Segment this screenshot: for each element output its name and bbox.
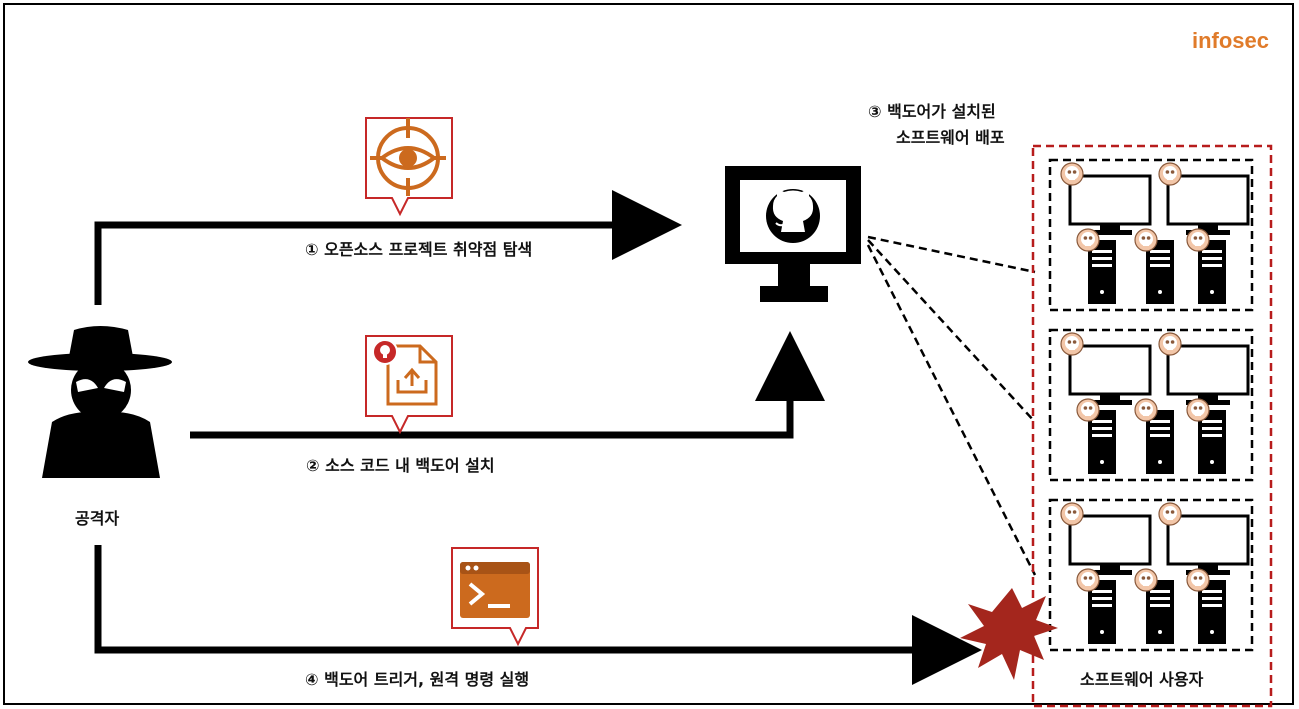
github-monitor-icon: [725, 166, 861, 302]
step3-label-line2: 소프트웨어 배포: [896, 128, 1005, 147]
callout-scan: [365, 117, 453, 217]
infected-file-upload-icon: [372, 339, 438, 406]
arrow-step4: [94, 545, 982, 685]
diagram-frame: [3, 3, 1294, 705]
attacker-label: 공격자: [75, 509, 120, 528]
users-group-box: [1031, 144, 1273, 708]
eye-target-icon: [370, 118, 446, 196]
step1-label: ① 오픈소스 프로젝트 취약점 탐색: [305, 240, 533, 259]
user-pc-group-2: [1048, 328, 1254, 482]
arrow-step2: [190, 331, 825, 439]
arrow-step1: [94, 190, 682, 305]
infected-computers-2: [1061, 333, 1248, 474]
callout-backdoor: [365, 335, 453, 435]
hacker-icon: [28, 326, 172, 478]
explosion-icon: [960, 588, 1058, 680]
distribution-lines: [866, 235, 1037, 576]
user-pc-group-1: [1048, 158, 1254, 312]
step2-label: ② 소스 코드 내 백도어 설치: [306, 456, 495, 475]
step4-label: ④ 백도어 트리거, 원격 명령 실행: [305, 670, 530, 689]
brand-logo: infosec: [1191, 28, 1269, 53]
users-label: 소프트웨어 사용자: [1080, 670, 1204, 689]
user-pc-group-3: [1048, 498, 1254, 652]
terminal-icon: [460, 562, 530, 618]
callout-trigger: [451, 547, 539, 647]
step3-label-line1: ③ 백도어가 설치된: [868, 102, 996, 121]
infected-computers-3: [1061, 503, 1248, 644]
infected-computers-1: [1061, 163, 1248, 304]
